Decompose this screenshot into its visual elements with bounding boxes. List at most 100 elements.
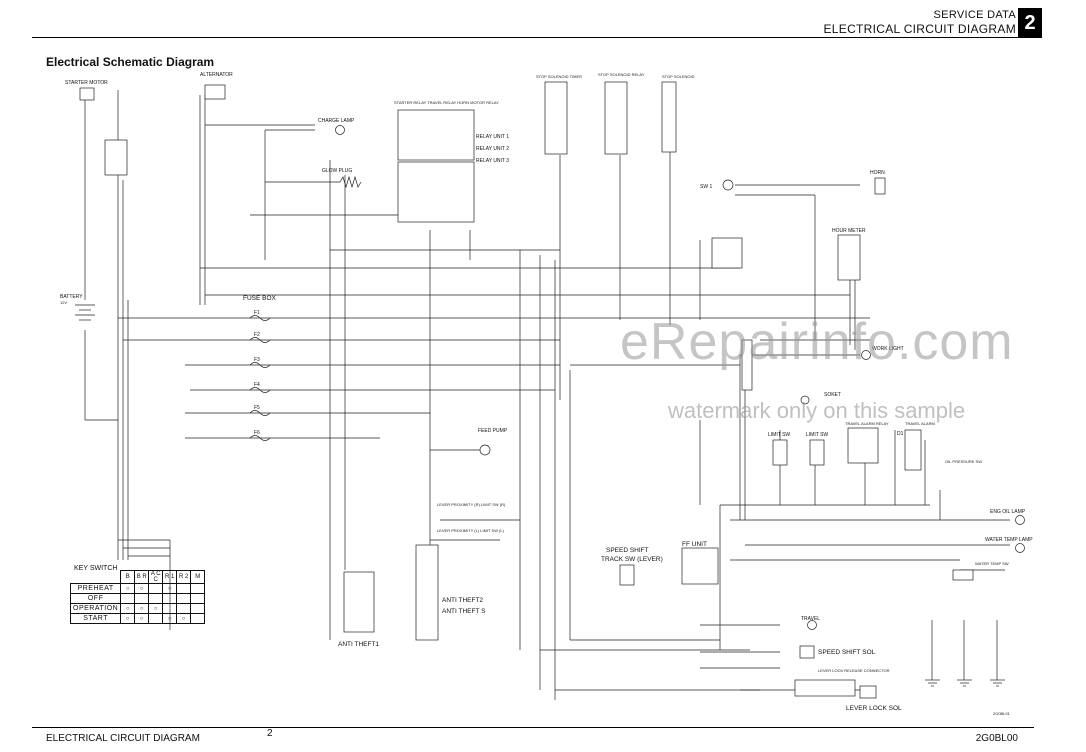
label-fuse-f4: F4 xyxy=(254,382,260,388)
key-switch-cell xyxy=(190,603,206,614)
label-feed-pump: FEED PUMP xyxy=(478,428,508,434)
key-switch-cell: ○ xyxy=(134,613,150,624)
label-ff-unit: FF UNIT xyxy=(682,541,707,548)
key-switch-cell: ○ xyxy=(176,613,192,624)
label-speed-shift: SPEED SHIFT xyxy=(606,547,649,554)
label-lever-prox-l: LEVER PROXIMITY (L) LIMIT SW (L) xyxy=(437,528,505,533)
limit-sw-1 xyxy=(772,439,788,466)
label-lever-prox-r: LEVER PROXIMITY (R) LIMIT SW (R) xyxy=(437,502,506,507)
key-switch-col: R 2 xyxy=(176,570,192,584)
key-switch-cell: ○ xyxy=(148,603,164,614)
key-switch-col: A C C xyxy=(148,570,164,584)
key-switch-cell: ○ xyxy=(120,613,136,624)
label-horn: HORN xyxy=(870,170,885,176)
header-service-data: SERVICE DATA xyxy=(933,9,1016,21)
label-charge-lamp: CHARGE LAMP xyxy=(318,118,355,124)
label-relay-unit-2: RELAY UNIT 2 xyxy=(476,146,509,152)
label-battery: BATTERY xyxy=(60,294,83,300)
chapter-badge: 2 xyxy=(1018,8,1042,38)
label-speed-shift-sol: SPEED SHIFT SOL xyxy=(818,649,876,656)
relay-unit-box xyxy=(397,109,475,161)
label-drawing-number: 2G0BL01 xyxy=(993,711,1011,716)
label-fuse-f3: F3 xyxy=(254,357,260,363)
key-switch-cell: ○ xyxy=(134,583,150,594)
charge-lamp-symbol xyxy=(335,125,345,135)
key-switch-row: PREHEAT ○ ○ ○ xyxy=(69,583,206,594)
label-work-light: WORK LIGHT xyxy=(872,346,904,352)
key-switch-row-label: OPERATION xyxy=(69,603,122,614)
key-switch-cell xyxy=(148,613,164,624)
label-alternator: ALTERNATOR xyxy=(200,72,233,78)
footer-title: ELECTRICAL CIRCUIT DIAGRAM xyxy=(46,733,200,744)
water-temp-lamp-symbol xyxy=(1015,543,1025,553)
label-sw1: SW 1 xyxy=(700,184,712,190)
key-switch-table: B B R A C C R 1 R 2 M PREHEAT ○ ○ ○ OFF … xyxy=(69,570,206,624)
label-anti-theft-2: ANTI THEFT2 xyxy=(442,597,483,604)
component-labels: STARTER MOTOR ALTERNATOR CHARGE LAMP GLO… xyxy=(60,72,1033,716)
footer-doc-code: 2G0BL00 xyxy=(975,733,1018,744)
label-water-temp-sw: WATER TEMP SW xyxy=(975,561,1009,566)
label-travel: TRAVEL xyxy=(801,616,820,622)
key-switch-cell: ○ xyxy=(162,583,178,594)
stop-solenoid-relay xyxy=(604,81,628,155)
label-oil-pressure-sw: OIL PRESSURE SW xyxy=(945,459,982,464)
wiring xyxy=(75,90,1010,700)
water-temp-sw-box xyxy=(952,569,974,581)
key-switch-cell xyxy=(190,583,206,594)
footer-divider xyxy=(32,727,1034,728)
section-title: Electrical Schematic Diagram xyxy=(46,55,215,69)
key-switch-cell xyxy=(162,593,178,604)
anti-theft-connector xyxy=(415,544,439,641)
key-switch-row-label: PREHEAT xyxy=(69,583,122,594)
key-switch-corner xyxy=(71,571,121,584)
label-hour-meter: HOUR METER xyxy=(832,228,866,234)
lever-lock-connector xyxy=(794,679,856,697)
travel-alarm-relay-box xyxy=(847,427,879,464)
label-limit-sw-2: LIMIT SW xyxy=(806,432,828,438)
page-number: 2 xyxy=(267,728,273,739)
label-limit-sw-1: LIMIT SW xyxy=(768,432,790,438)
label-anti-theft-1: ANTI THEFT1 xyxy=(338,641,379,648)
label-relay-unit-1: RELAY UNIT 1 xyxy=(476,134,509,140)
key-switch-col: B R xyxy=(134,570,150,584)
anti-theft-1-connector xyxy=(343,571,375,633)
label-soket: SOKET xyxy=(824,392,841,398)
travel-lamp-symbol xyxy=(807,620,817,630)
hour-meter-block xyxy=(837,234,861,281)
key-switch-cell: ○ xyxy=(120,603,136,614)
label-stop-solenoid-timer: STOP SOLENOID TIMER xyxy=(536,74,582,79)
key-switch-cell: ○ xyxy=(134,603,150,614)
eng-oil-lamp-symbol xyxy=(1015,515,1025,525)
key-switch-cell xyxy=(162,603,178,614)
alternator-terminal xyxy=(204,84,226,100)
label-stop-solenoid: STOP SOLENOID xyxy=(662,74,695,79)
key-switch-cell xyxy=(176,603,192,614)
limit-sw-2 xyxy=(809,439,825,466)
label-glow-plug: GLOW PLUG xyxy=(322,168,352,174)
components xyxy=(79,81,1025,699)
key-switch-row: START ○ ○ ○ ○ xyxy=(69,613,206,624)
key-switch-cell xyxy=(120,593,136,604)
label-starter-motor: STARTER MOTOR xyxy=(65,80,108,86)
label-fuse-f5: F5 xyxy=(254,405,260,411)
travel-alarm-box xyxy=(904,429,922,471)
ff-unit-box xyxy=(681,547,719,585)
key-switch-cell xyxy=(148,583,164,594)
horn-body xyxy=(874,177,886,195)
key-switch-header-row: B B R A C C R 1 R 2 M xyxy=(71,570,206,584)
key-switch-cell xyxy=(190,593,206,604)
lever-lock-sol-box xyxy=(859,685,877,699)
label-fuse-f2: F2 xyxy=(254,332,260,338)
key-switch-cell xyxy=(148,593,164,604)
label-track-sw: TRACK SW (LEVER) xyxy=(601,556,663,563)
stop-solenoid xyxy=(661,81,677,153)
header-divider xyxy=(32,37,1020,38)
label-fuse-box: FUSE BOX xyxy=(243,295,277,302)
label-travel-alarm-relay: TRAVEL ALARM RELAY xyxy=(845,421,889,426)
starter-motor-terminal xyxy=(79,87,95,101)
relay-connector-block xyxy=(397,161,475,223)
key-switch-cell xyxy=(176,583,192,594)
sw1-symbol xyxy=(722,179,734,191)
label-eng-oil-lamp: ENG OIL LAMP xyxy=(990,509,1026,515)
key-switch-col: B xyxy=(120,570,136,584)
